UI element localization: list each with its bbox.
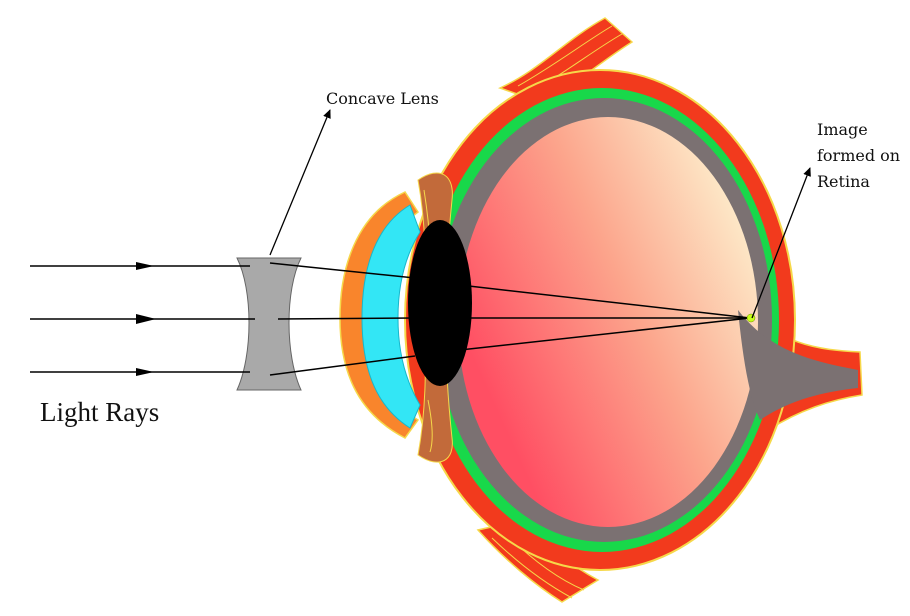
image-label-line1: Image (817, 120, 868, 139)
image-point (746, 313, 756, 323)
ray-arrowheads (136, 262, 156, 376)
aqueous-humour (361, 204, 421, 429)
optic-nerve (738, 310, 858, 420)
retina-pointer (751, 167, 811, 319)
crystalline-lens (408, 220, 472, 386)
vitreous-body (458, 117, 758, 527)
light-rays-label: Light Rays (40, 397, 159, 427)
concave-lens-label: Concave Lens (326, 89, 439, 108)
concave-lens-pointer (269, 109, 331, 256)
refracted-rays (269, 262, 751, 376)
concave-lens (236, 257, 302, 391)
image-label-line3: Retina (817, 172, 870, 191)
image-label-line2: formed on (817, 146, 900, 165)
